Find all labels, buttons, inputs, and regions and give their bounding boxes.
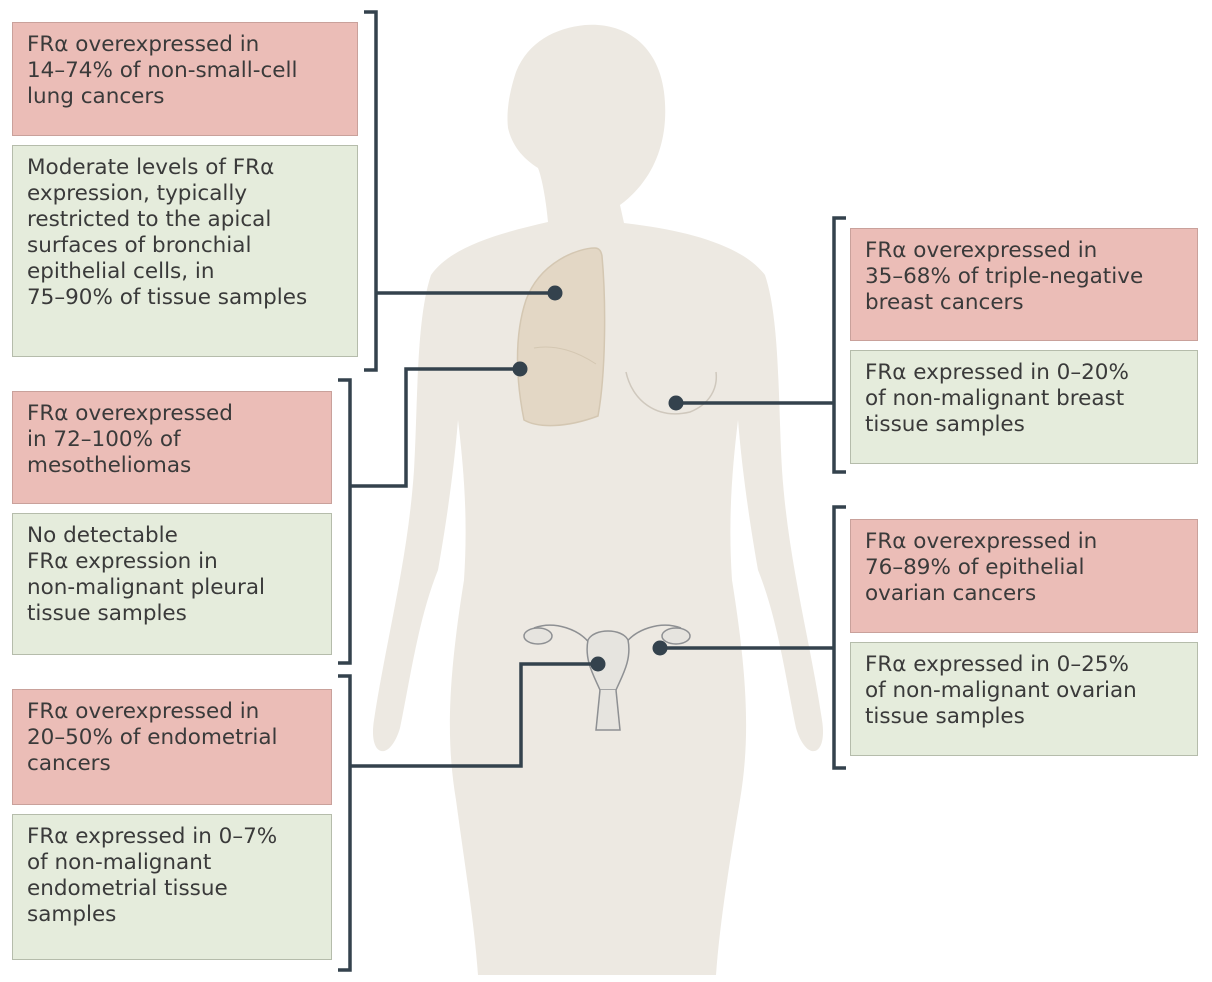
lung-inner-line	[533, 346, 597, 365]
endometrium-normal-box: FRα expressed in 0–7% of non-malignant e…	[12, 814, 332, 960]
endometrium-tumor-box: FRα overexpressed in 20–50% of endometri…	[12, 689, 332, 805]
ovary-dot	[652, 640, 668, 656]
mesothelium-dot	[512, 361, 528, 377]
pointer-dots	[512, 285, 684, 672]
lung-normal-box: Moderate levels of FRα expression, typic…	[12, 145, 358, 357]
lung-dot	[547, 285, 563, 301]
breast-bracket	[832, 216, 846, 474]
breast-tumor-box: FRα overexpressed in 35–68% of triple-ne…	[850, 228, 1198, 341]
ovary-normal-box: FRα expressed in 0–25% of non-malignant …	[850, 642, 1198, 756]
breast-contour	[625, 371, 718, 415]
connectors	[350, 291, 834, 768]
endometrium-dot	[590, 656, 606, 672]
breast-normal-box: FRα expressed in 0–20% of non-malignant …	[850, 350, 1198, 464]
mesothelium-connector	[350, 367, 520, 488]
lung-tumor-box: FRα overexpressed in 14–74% of non-small…	[12, 22, 358, 136]
mesothelium-normal-box: No detectable FRα expression in non-mali…	[12, 513, 332, 655]
endometrium-bracket	[338, 674, 352, 972]
brackets	[338, 10, 846, 972]
lung-bracket	[364, 10, 378, 372]
endometrium-connector	[350, 662, 598, 768]
breast-dot	[668, 395, 684, 411]
body-silhouette	[372, 24, 824, 976]
ovary-tumor-box: FRα overexpressed in 76–89% of epithelia…	[850, 519, 1198, 633]
uterus-icon	[523, 624, 691, 731]
mesothelium-bracket	[338, 378, 352, 665]
ovary-bracket	[832, 505, 846, 770]
mesothelium-tumor-box: FRα overexpressed in 72–100% of mesothel…	[12, 391, 332, 504]
